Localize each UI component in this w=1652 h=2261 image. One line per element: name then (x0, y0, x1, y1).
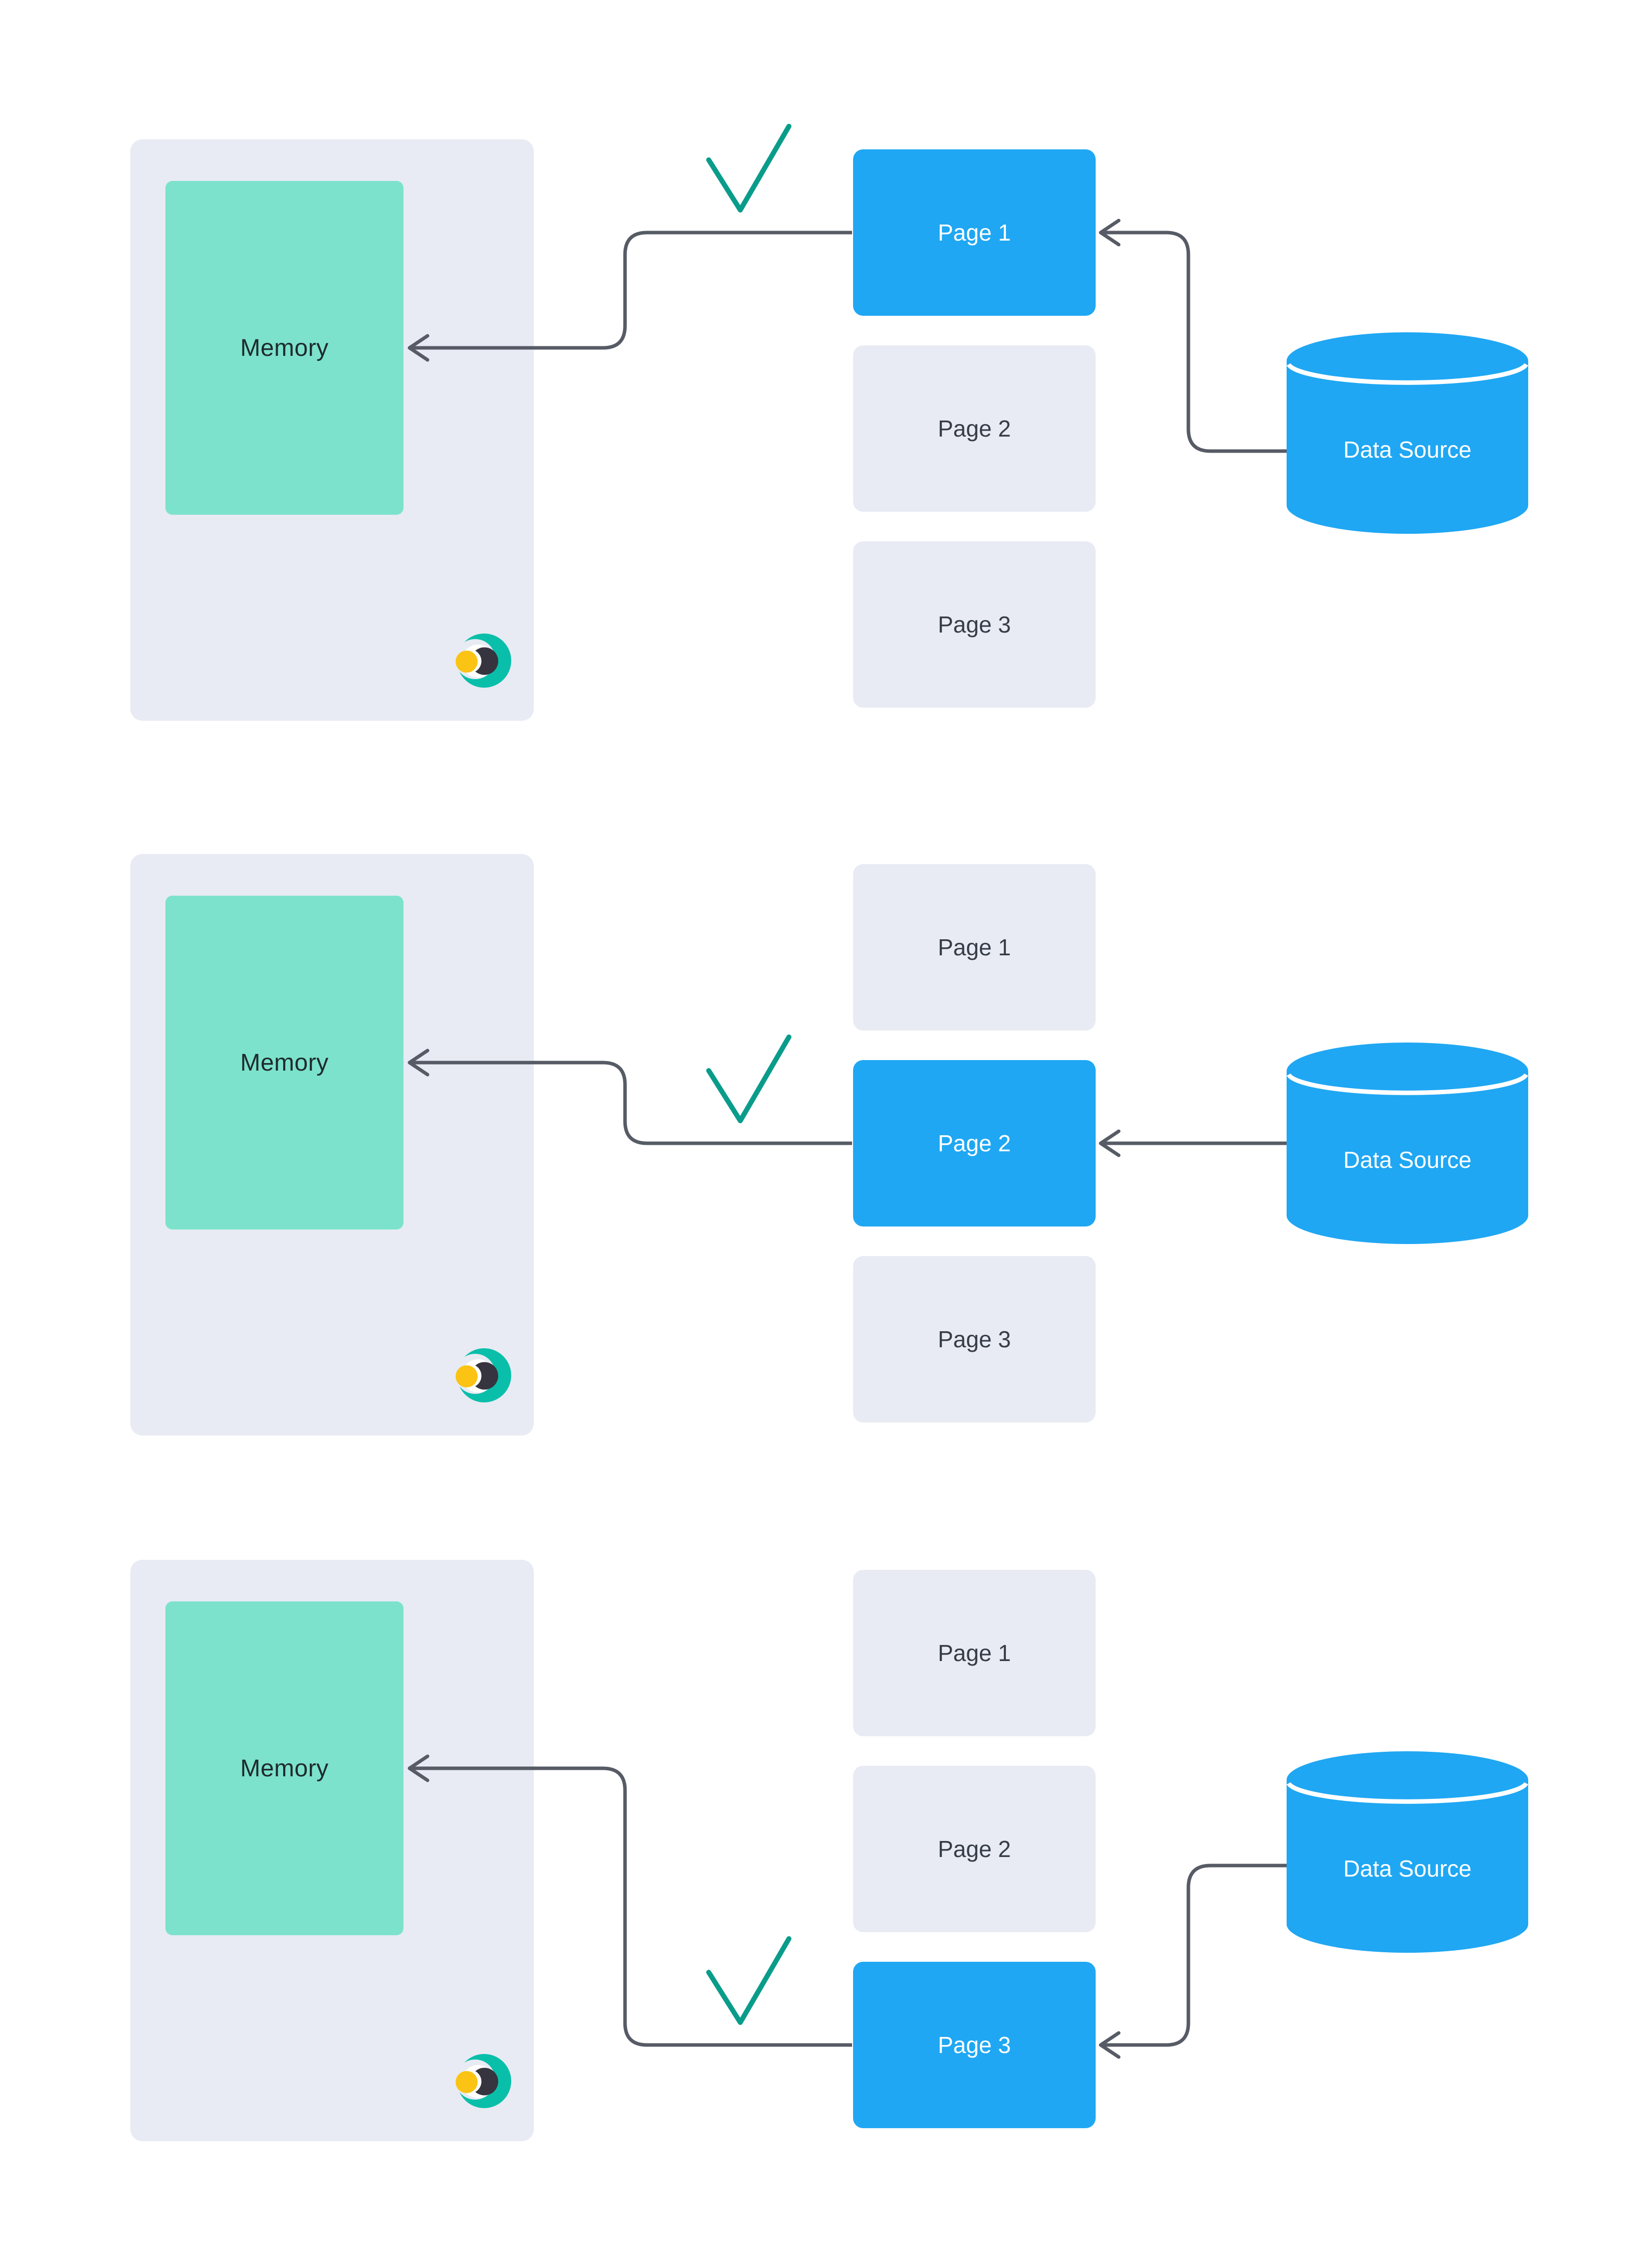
data-source-label: Data Source (1343, 437, 1472, 463)
page-label: Page 1 (938, 1640, 1011, 1666)
page-label: Page 3 (938, 2032, 1011, 2058)
arrow-source-to-page3 (1102, 1864, 1287, 2047)
database-cylinder-icon (1287, 1751, 1528, 1953)
arrow-source-to-page1 (1102, 231, 1287, 453)
memory-box-3: Memory (165, 1601, 403, 1935)
data-source-1: Data Source (1287, 332, 1528, 534)
memory-app-logo-icon (455, 2053, 511, 2110)
memory-label: Memory (240, 334, 329, 361)
page-label: Page 3 (938, 611, 1011, 638)
data-source-label: Data Source (1343, 1856, 1472, 1882)
page-card-1-3: Page 3 (853, 541, 1096, 708)
memory-app-logo-icon (455, 633, 511, 689)
data-source-label: Data Source (1343, 1147, 1472, 1173)
data-source-2: Data Source (1287, 1043, 1528, 1244)
page-card-3-2: Page 2 (853, 1766, 1096, 1932)
page-card-1-2: Page 2 (853, 345, 1096, 512)
check-icon (706, 1035, 791, 1123)
database-cylinder-icon (1287, 332, 1528, 534)
left-arrowhead-icon (1099, 2031, 1121, 2059)
page-label: Page 1 (938, 220, 1011, 246)
page-card-3-3: Page 3 (853, 1962, 1096, 2128)
left-arrowhead-icon (1099, 1129, 1121, 1157)
page-label: Page 2 (938, 1130, 1011, 1156)
check-icon (706, 1936, 791, 2025)
check-icon (706, 124, 791, 213)
memory-app-logo-icon (455, 1348, 511, 1404)
page-card-3-1: Page 1 (853, 1570, 1096, 1736)
page-label: Page 1 (938, 934, 1011, 960)
page-label: Page 3 (938, 1326, 1011, 1352)
page-card-1-1: Page 1 (853, 149, 1096, 316)
left-arrowhead-icon (1099, 219, 1121, 247)
page-card-2-2: Page 2 (853, 1060, 1096, 1226)
page-label: Page 2 (938, 416, 1011, 442)
data-source-3: Data Source (1287, 1751, 1528, 1953)
page-card-2-1: Page 1 (853, 864, 1096, 1031)
memory-box-1: Memory (165, 181, 403, 515)
database-cylinder-icon (1287, 1043, 1528, 1244)
page-label: Page 2 (938, 1836, 1011, 1862)
page-card-2-3: Page 3 (853, 1256, 1096, 1422)
memory-box-2: Memory (165, 896, 403, 1229)
memory-label: Memory (240, 1049, 329, 1076)
memory-label: Memory (240, 1755, 329, 1782)
